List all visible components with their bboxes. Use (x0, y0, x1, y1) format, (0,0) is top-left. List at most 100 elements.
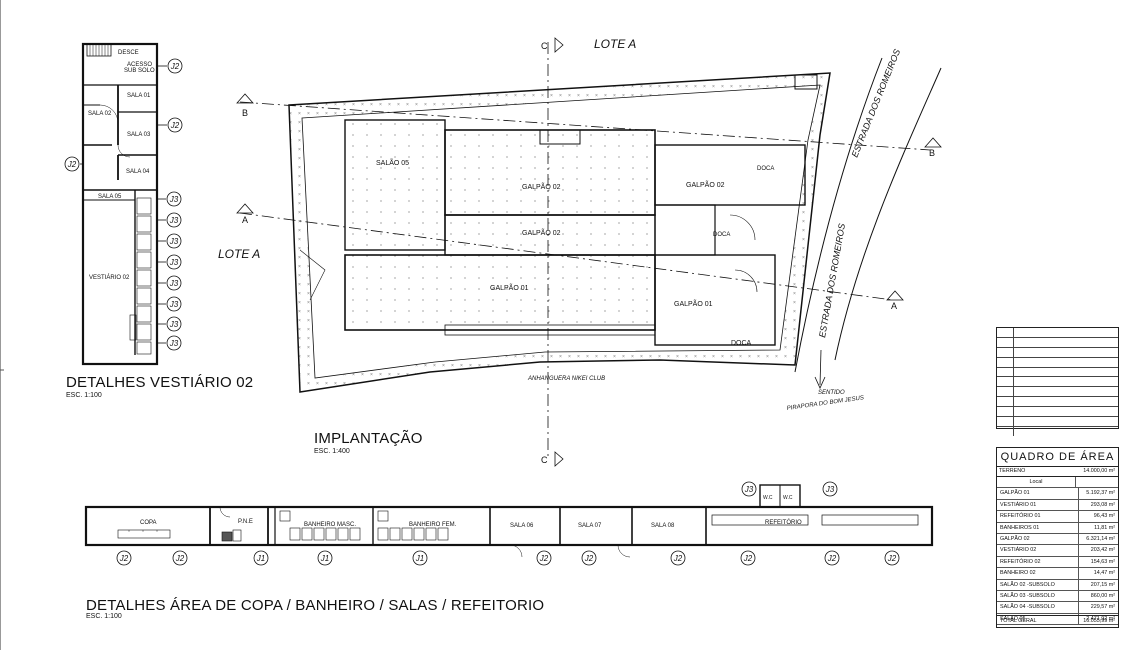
section-b-left: B (242, 108, 248, 118)
area-table: QUADRO DE ÁREA TERRENO 14.000,00 m² Loca… (996, 447, 1119, 628)
area-table-header: Local (997, 477, 1118, 489)
room-doca: DOCA (757, 166, 774, 172)
area-table-title: QUADRO DE ÁREA (997, 448, 1118, 467)
total-label: TOTAL GERAL (1000, 618, 1037, 624)
room-sala-05: SALA 05 (98, 194, 122, 200)
area-value: 11,81 m² (1094, 524, 1115, 531)
section-c-bottom: C (541, 455, 548, 465)
room-banheiro-fem: BANHEIRO FEM. (409, 522, 457, 528)
area-local: SALÃO 02 -SUBSOLO (997, 579, 1079, 590)
section-markers (236, 37, 942, 467)
room-copa: COPA (140, 520, 157, 526)
table-row: GALPÃO 02 6.321,14 m² (997, 533, 1118, 546)
subsolo-label: SUB SOLO (124, 68, 155, 74)
room-galpao-01: GALPÃO 01 (490, 283, 529, 292)
tag-j3: J3 (169, 195, 179, 204)
room-pne: P.N.E (238, 519, 253, 525)
area-local: SALÃO 05 (997, 613, 1079, 625)
room-salao-05: SALÃO 05 (376, 158, 409, 167)
area-value: 207,15 m² (1090, 581, 1115, 588)
room-sala-06: SALA 06 (510, 523, 534, 529)
room-galpao-02: GALPÃO 02 (522, 182, 561, 191)
area-local: GALPÃO 01 (997, 488, 1079, 499)
table-row: SALÃO 02 -SUBSOLO 207,15 m² (997, 579, 1118, 591)
room-sala-08: SALA 08 (651, 523, 675, 529)
road-estrada-dos-romeiros (794, 57, 942, 389)
club-label: ANHANGUERA NIKEI CLUB (527, 376, 605, 382)
table-row: BANHEIRO 02 14,47 m² (997, 568, 1118, 580)
area-total-row: TOTAL GERAL 16.055,99 m² (997, 615, 1118, 627)
estrada-label-2: ESTRADA DOS ROMEIROS (817, 223, 847, 339)
desce-label: DESCE (118, 50, 139, 56)
area-local: VESTIÁRIO 01 (997, 499, 1079, 511)
tag-j2: J2 (170, 121, 180, 130)
section-a-right: A (891, 301, 897, 311)
tag-j3: J3 (169, 339, 179, 348)
lote-a-left: LOTE A (218, 247, 260, 261)
table-row: BANHEIROS 01 11,81 m² (997, 522, 1118, 534)
total-value: 16.055,99 m² (1083, 618, 1115, 624)
tag-j1: J1 (415, 554, 424, 563)
area-value: 154,63 m² (1090, 558, 1115, 565)
section-lines (239, 42, 931, 460)
section-b-right: B (929, 148, 935, 158)
table-row: SALÃO 05 2.471,92 m² (997, 613, 1118, 626)
title-vestiario: DETALHES VESTIÁRIO 02 (66, 374, 254, 391)
room-galpao-02: GALPÃO 02 (522, 228, 561, 237)
area-value: 14,47 m² (1093, 570, 1115, 577)
room-wc: W.C (763, 495, 773, 501)
room-galpao-02: GALPÃO 02 (686, 180, 725, 189)
tag-j3: J3 (744, 485, 754, 494)
section-c-top: C (541, 41, 548, 51)
area-terreno-row: TERRENO 14.000,00 m² (997, 467, 1118, 477)
sentido-destino-label: PIRAPORA DO BOM JESUS (786, 395, 864, 412)
area-local: GALPÃO 02 (997, 533, 1079, 545)
room-wc: W.C (783, 495, 793, 501)
area-value: 203,42 m² (1090, 547, 1115, 554)
room-doca: DOCA (713, 232, 730, 238)
room-sala-04: SALA 04 (126, 169, 150, 175)
table-row: REFEITÓRIO 02 154,63 m² (997, 556, 1118, 569)
room-sala-07: SALA 07 (578, 523, 602, 529)
acesso-label: ACESSO (127, 62, 152, 68)
lote-a-top: LOTE A (594, 37, 636, 51)
room-doca: DOCA (731, 340, 752, 347)
tag-j2: J2 (827, 554, 837, 563)
sentido-label: SENTIDO (818, 390, 845, 396)
area-local: BANHEIRO 02 (997, 568, 1079, 579)
buildings (299, 74, 818, 346)
area-local: REFEITÓRIO 02 (997, 556, 1079, 568)
scale-vestiario: ESC. 1:100 (66, 392, 102, 399)
tag-j2: J2 (170, 62, 180, 71)
tag-j2: J2 (887, 554, 897, 563)
area-value: 2.471,92 m² (1086, 615, 1115, 622)
area-value: 6.321,14 m² (1086, 535, 1115, 542)
tag-j3: J3 (169, 320, 179, 329)
room-sala-02: SALA 02 (88, 111, 112, 117)
tag-j1: J1 (320, 554, 329, 563)
room-sala-01: SALA 01 (127, 93, 151, 99)
room-vestiario-02: VESTIÁRIO 02 (89, 274, 130, 281)
tag-j3: J3 (825, 485, 835, 494)
scale-copa: ESC. 1:100 (86, 613, 122, 620)
vestiario-plan (81, 42, 159, 366)
room-banheiro-masc: BANHEIRO MASC. (304, 522, 356, 528)
col-local: Local (997, 477, 1076, 488)
area-local: SALÃO 04 -SUBSOLO (997, 602, 1079, 613)
area-value: 860,00 m² (1090, 592, 1115, 599)
tag-j2: J2 (175, 554, 185, 563)
area-local: BANHEIROS 01 (997, 522, 1079, 533)
tag-j3: J3 (169, 300, 179, 309)
section-a-left: A (242, 215, 248, 225)
title-copa: DETALHES ÁREA DE COPA / BANHEIRO / SALAS… (86, 597, 545, 614)
tag-j2: J2 (539, 554, 549, 563)
tag-j1: J1 (256, 554, 265, 563)
